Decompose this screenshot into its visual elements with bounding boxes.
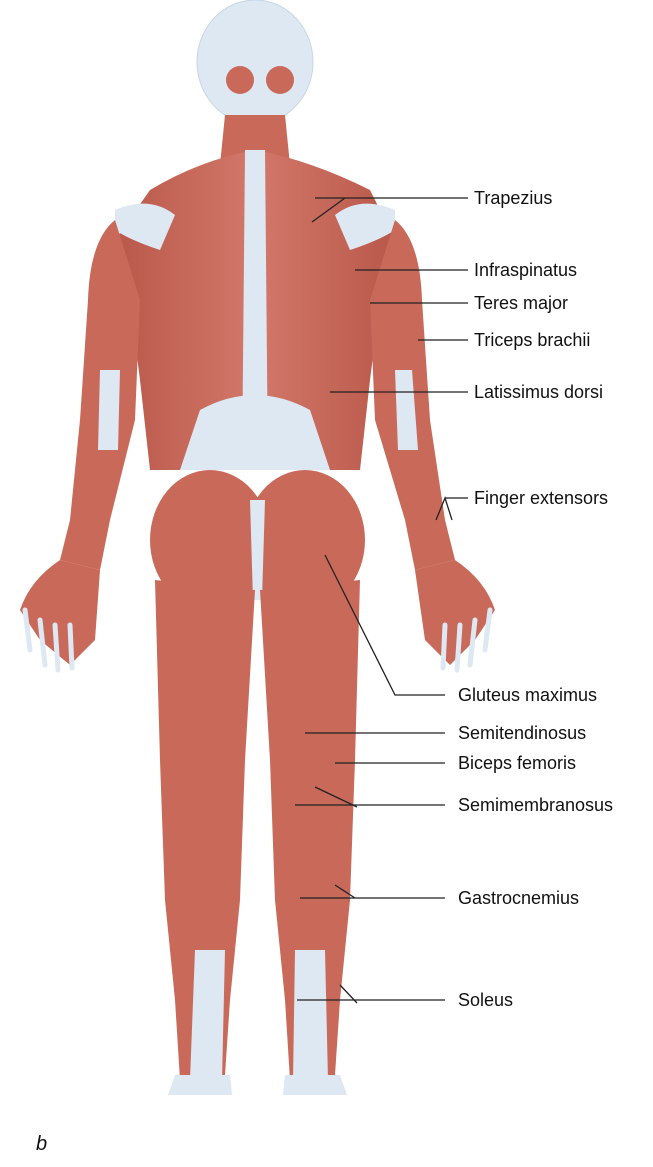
label-finger-extensors: Finger extensors [474,488,609,508]
torso [115,150,395,470]
label-latissimus-dorsi: Latissimus dorsi [474,382,604,402]
label-soleus: Soleus [458,990,514,1010]
leader-soleus-branch [339,984,358,1004]
label-triceps-brachii: Triceps brachii [474,330,591,350]
leader-lines [295,197,468,1004]
leader-trapezius-branch [311,197,346,223]
label-gastrocnemius: Gastrocnemius [458,888,580,908]
label-gluteus-maximus: Gluteus maximus [458,685,598,705]
label-infraspinatus: Infraspinatus [474,260,578,280]
label-semitendinosus: Semitendinosus [458,723,587,743]
left-arm [20,220,140,673]
left-leg [155,580,255,1095]
label-teres-major: Teres major [474,293,569,313]
head [196,0,314,165]
right-leg [260,580,360,1095]
leader-semimembranosus-branch [314,786,358,808]
label-biceps-femoris: Biceps femoris [458,753,577,773]
panel-letter: b [36,1133,48,1155]
right-arm [370,220,495,673]
leader-finger-extensors-arrow [435,496,453,521]
label-semimembranosus: Semimembranosus [458,795,614,815]
leader-gastrocnemius-branch [334,884,356,899]
leader-gluteus [324,554,445,696]
label-trapezius: Trapezius [474,188,553,208]
